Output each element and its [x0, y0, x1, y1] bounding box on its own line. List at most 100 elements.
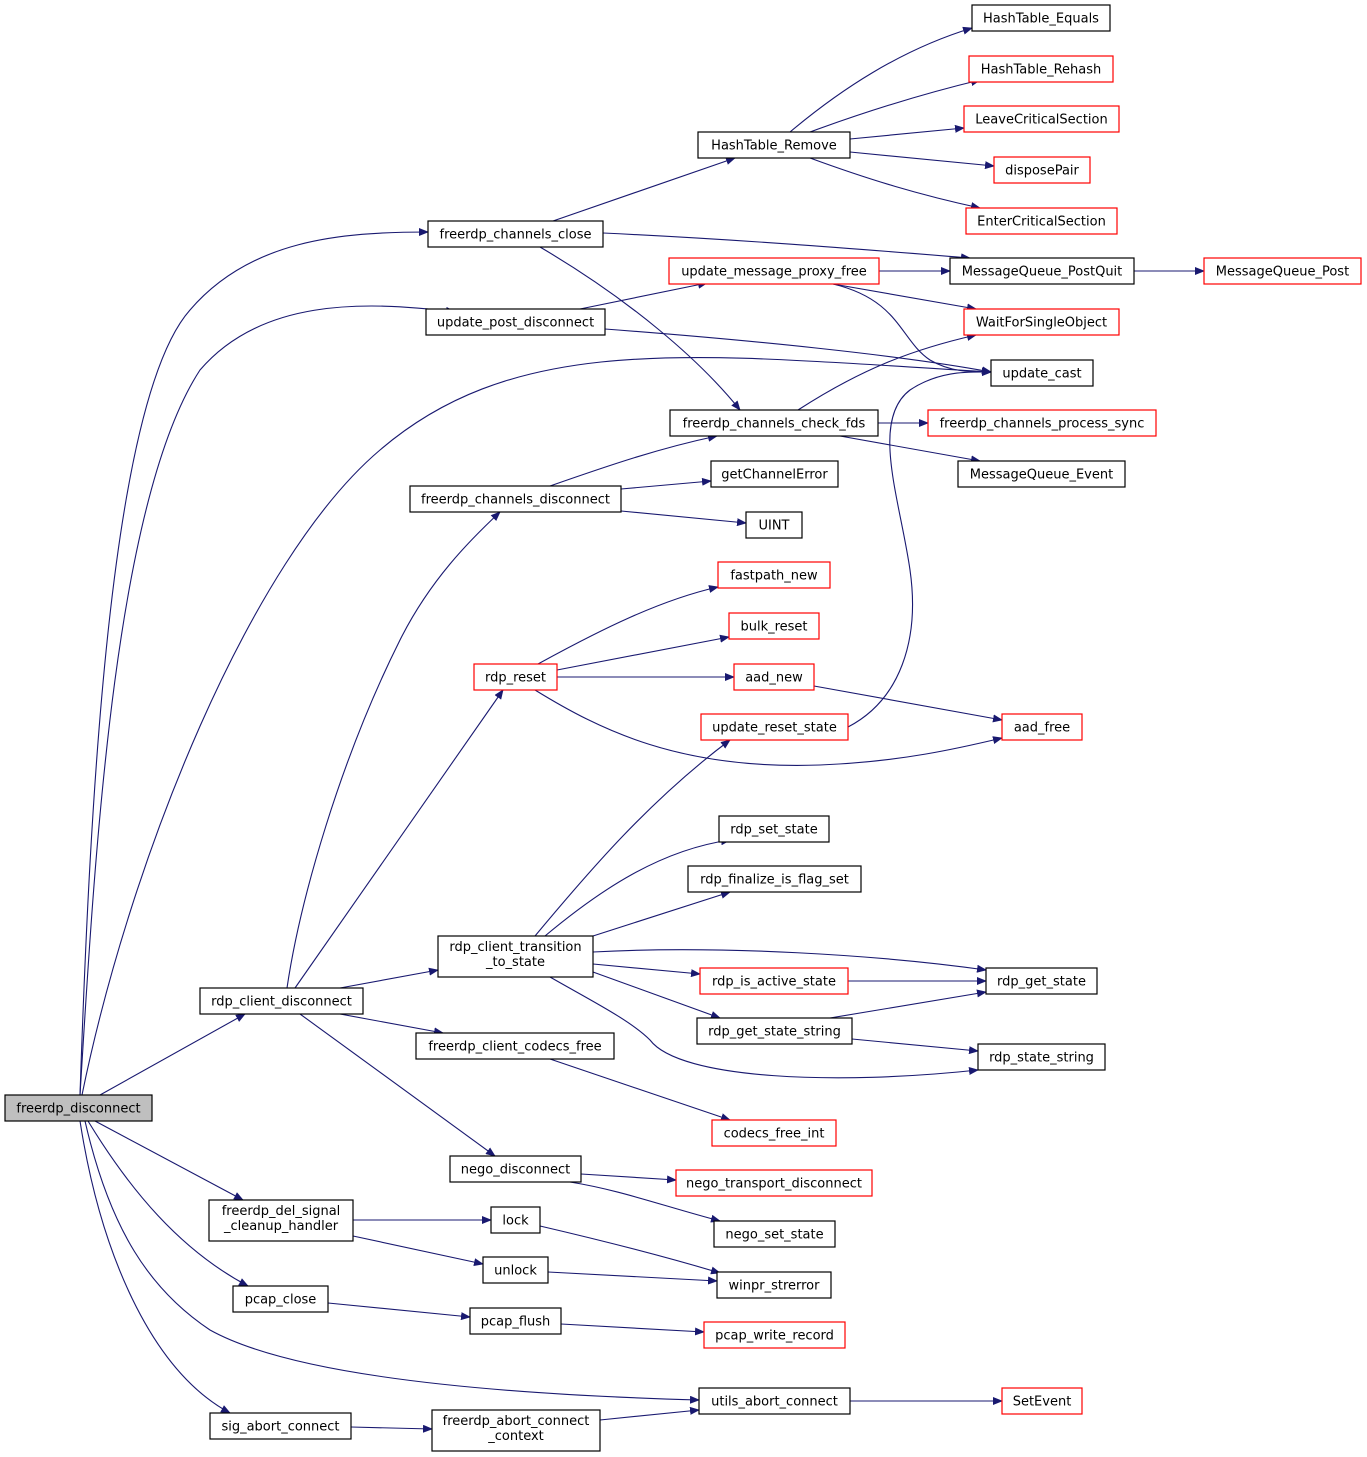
- node-getChannelError[interactable]: getChannelError: [710, 460, 839, 488]
- node-rdp-state-string[interactable]: rdp_state_string: [977, 1043, 1106, 1071]
- node-label: pcap_write_record: [715, 1329, 834, 1344]
- node-aad-new[interactable]: aad_new: [733, 663, 815, 691]
- call-edge-line: [560, 1323, 705, 1336]
- node-pcap-close[interactable]: pcap_close: [232, 1285, 329, 1313]
- node-rdp-client-transition-to-state[interactable]: rdp_client_transition_to_state: [437, 935, 594, 978]
- node-freerdp-disconnect[interactable]: freerdp_disconnect: [4, 1094, 153, 1122]
- node-update-post-disconnect[interactable]: update_post_disconnect: [425, 308, 606, 336]
- node-freerdp-client-codecs-free[interactable]: freerdp_client_codecs_free: [415, 1032, 615, 1060]
- node-box: [990, 359, 1094, 387]
- node-box: [711, 1119, 837, 1147]
- node-freerdp-channels-process-sync[interactable]: freerdp_channels_process_sync: [927, 409, 1157, 437]
- node-EnterCriticalSection[interactable]: EnterCriticalSection: [965, 207, 1118, 235]
- call-edge-line: [813, 685, 1003, 723]
- node-nego-disconnect[interactable]: nego_disconnect: [449, 1155, 582, 1183]
- node-HashTable-Rehash[interactable]: HashTable_Rehash: [968, 55, 1114, 83]
- node-UINT[interactable]: UINT: [745, 511, 803, 539]
- node-box: [968, 55, 1114, 83]
- call-edge-line: [809, 78, 981, 133]
- call-edge-update_message_proxy_free-to-update_cast: [832, 283, 992, 376]
- call-edge-pcap_close-to-pcap_flush: [327, 1302, 471, 1321]
- node-label: rdp_reset: [485, 671, 546, 686]
- call-edge-nego_disconnect-to-nego_transport_disconnect: [580, 1173, 677, 1184]
- node-label: rdp_finalize_is_flag_set: [700, 873, 849, 888]
- node-freerdp-channels-check-fds[interactable]: freerdp_channels_check_fds: [669, 409, 879, 437]
- node-box: [699, 967, 849, 995]
- node-rdp-get-state-string[interactable]: rdp_get_state_string: [696, 1017, 853, 1045]
- node-aad-free[interactable]: aad_free: [1001, 713, 1083, 741]
- node-winpr-strerror[interactable]: winpr_strerror: [716, 1271, 832, 1299]
- node-label: pcap_close: [245, 1293, 317, 1308]
- call-edge-HashTable_Remove-to-HashTable_Equals: [789, 26, 973, 133]
- node-rdp-reset[interactable]: rdp_reset: [473, 663, 558, 691]
- node-box: [985, 967, 1098, 995]
- node-box: [4, 1094, 153, 1122]
- node-nego-transport-disconnect[interactable]: nego_transport_disconnect: [675, 1169, 873, 1197]
- call-edge-line: [539, 1225, 721, 1275]
- node-update-reset-state[interactable]: update_reset_state: [700, 713, 849, 741]
- node-unlock[interactable]: unlock: [482, 1256, 549, 1284]
- call-edge-line: [79, 1120, 231, 1414]
- node-label-line: _cleanup_handler: [223, 1219, 339, 1234]
- node-label: codecs_free_int: [724, 1127, 825, 1142]
- node-bulk-reset[interactable]: bulk_reset: [728, 612, 820, 640]
- node-box: [1001, 1387, 1083, 1415]
- node-codecs-free-int[interactable]: codecs_free_int: [711, 1119, 837, 1147]
- call-edge-line: [339, 1013, 444, 1036]
- node-disposePair[interactable]: disposePair: [993, 156, 1091, 184]
- node-freerdp-channels-close[interactable]: freerdp_channels_close: [427, 220, 604, 248]
- node-pcap-write-record[interactable]: pcap_write_record: [703, 1321, 846, 1349]
- node-HashTable-Equals[interactable]: HashTable_Equals: [971, 4, 1111, 32]
- call-edge-rdp_reset-to-bulk_reset: [556, 634, 730, 671]
- call-edge-rdp_client_transition_to_state-to-rdp_is_active_state: [592, 963, 701, 978]
- node-utils-abort-connect[interactable]: utils_abort_connect: [698, 1387, 851, 1415]
- call-edge-HashTable_Remove-to-disposePair: [849, 151, 995, 170]
- node-freerdp-abort-connect-context[interactable]: freerdp_abort_connect_context: [431, 1409, 601, 1452]
- node-box: [949, 257, 1135, 285]
- node-sig-abort-connect[interactable]: sig_abort_connect: [209, 1412, 352, 1440]
- node-LeaveCriticalSection[interactable]: LeaveCriticalSection: [963, 105, 1120, 133]
- node-box: [425, 308, 606, 336]
- node-label: freerdp_client_codecs_free: [428, 1040, 601, 1055]
- node-rdp-client-disconnect[interactable]: rdp_client_disconnect: [199, 987, 364, 1015]
- node-box: [717, 561, 831, 589]
- node-box: [482, 1256, 549, 1284]
- node-pcap-flush[interactable]: pcap_flush: [469, 1307, 562, 1335]
- node-fastpath-new[interactable]: fastpath_new: [717, 561, 831, 589]
- node-label-line: freerdp_del_signal: [222, 1204, 341, 1219]
- node-nego-set-state[interactable]: nego_set_state: [713, 1220, 836, 1248]
- node-MessageQueue-PostQuit[interactable]: MessageQueue_PostQuit: [949, 257, 1135, 285]
- call-edge-line: [350, 1424, 433, 1433]
- node-HashTable-Remove[interactable]: HashTable_Remove: [697, 131, 851, 159]
- node-label-line: _context: [487, 1429, 544, 1444]
- node-label: winpr_strerror: [729, 1279, 821, 1294]
- node-box: [409, 485, 622, 513]
- node-box: [473, 663, 558, 691]
- node-lock[interactable]: lock: [490, 1206, 541, 1234]
- node-update-cast[interactable]: update_cast: [990, 359, 1094, 387]
- node-freerdp-channels-disconnect[interactable]: freerdp_channels_disconnect: [409, 485, 622, 513]
- call-edge-update_post_disconnect-to-update_message_proxy_free: [579, 280, 708, 310]
- node-label: freerdp_channels_close: [440, 228, 592, 243]
- call-edge-line: [339, 967, 439, 989]
- node-label: aad_new: [745, 671, 803, 686]
- node-rdp-get-state[interactable]: rdp_get_state: [985, 967, 1098, 995]
- call-edge-line: [849, 124, 965, 140]
- node-box: [728, 612, 820, 640]
- node-MessageQueue-Post[interactable]: MessageQueue_Post: [1203, 257, 1362, 285]
- node-label: SetEvent: [1013, 1395, 1072, 1410]
- node-SetEvent[interactable]: SetEvent: [1001, 1387, 1083, 1415]
- node-rdp-finalize-is-flag-set[interactable]: rdp_finalize_is_flag_set: [687, 865, 862, 893]
- node-freerdp-del-signal-cleanup-handler[interactable]: freerdp_del_signal_cleanup_handler: [208, 1199, 354, 1242]
- node-MessageQueue-Event[interactable]: MessageQueue_Event: [957, 460, 1126, 488]
- node-update-message-proxy-free[interactable]: update_message_proxy_free: [668, 257, 880, 285]
- call-edge-freerdp_channels_check_fds-to-MessageQueue_Event: [839, 435, 981, 464]
- node-rdp-is-active-state[interactable]: rdp_is_active_state: [699, 967, 849, 995]
- call-edge-line: [849, 151, 995, 170]
- node-WaitForSingleObject[interactable]: WaitForSingleObject: [963, 308, 1120, 336]
- call-edge-line: [809, 157, 981, 211]
- call-edge-line: [851, 1038, 979, 1055]
- node-rdp-set-state[interactable]: rdp_set_state: [718, 815, 830, 843]
- call-edge-line: [547, 1271, 718, 1285]
- call-edge-line: [294, 689, 504, 989]
